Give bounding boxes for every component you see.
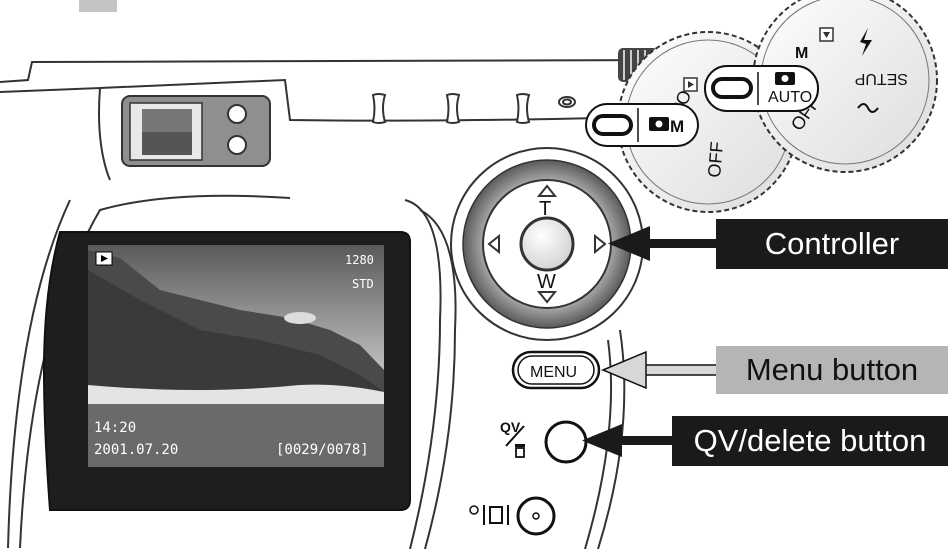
lcd-time: 14:20 — [94, 420, 136, 436]
menu-button-label: MENU — [530, 364, 577, 381]
qv-label: QV — [500, 419, 521, 435]
dial-left-mode-label: M — [670, 117, 684, 136]
display-button[interactable] — [516, 496, 556, 536]
qv-delete-button-group: QV — [500, 419, 588, 464]
movie-icon — [857, 103, 879, 113]
lcd-playback-icon — [95, 251, 113, 266]
controller[interactable]: T W — [450, 147, 644, 341]
dial-right-indicator: AUTO — [704, 65, 819, 112]
trash-icon — [515, 444, 525, 458]
controller-left-arrow[interactable] — [487, 233, 500, 255]
controller-center-button[interactable] — [519, 216, 575, 272]
dial-right-mode-label: M — [795, 45, 808, 62]
menu-button-callout: Menu button — [716, 346, 948, 394]
body-slots — [371, 93, 576, 124]
controller-wide-label: W — [537, 271, 556, 293]
viewfinder — [121, 95, 271, 167]
display-mode-icon — [483, 505, 509, 525]
lcd-quality: STD — [352, 277, 374, 291]
lcd-monitor: 1280 STD 14:20 2001.07.20 [0029/0078] — [42, 231, 411, 511]
lcd-image-size: 1280 — [345, 253, 374, 267]
menu-button[interactable]: MENU — [511, 350, 601, 390]
mode-dial-right[interactable]: SETUP OFF M — [752, 0, 938, 173]
dial-left-off-label: OFF — [704, 141, 727, 179]
controller-tele-label: T — [539, 198, 551, 220]
lcd-scene — [88, 250, 384, 467]
controller-down-arrow[interactable] — [536, 291, 558, 304]
dial-left-indicator: M — [585, 103, 699, 147]
menu-arrow — [601, 350, 721, 390]
controller-arrow — [608, 226, 718, 261]
dial-right-setup-label: SETUP — [855, 70, 908, 87]
lcd-date: 2001.07.20 — [94, 442, 178, 458]
camera-body — [0, 59, 661, 549]
flash-icon — [860, 28, 872, 56]
controller-right-arrow[interactable] — [594, 233, 607, 255]
qv-delete-button[interactable] — [544, 420, 588, 464]
lcd-frame-counter: [0029/0078] — [276, 442, 369, 458]
top-tab — [79, 0, 117, 12]
display-button-group — [469, 496, 556, 536]
controller-up-arrow[interactable] — [536, 184, 558, 197]
dial-right-auto-label: AUTO — [768, 89, 812, 106]
controller-callout: Controller — [716, 219, 948, 269]
qv-delete-button-callout: QV/delete button — [672, 416, 948, 466]
qv-delete-arrow — [582, 424, 677, 457]
